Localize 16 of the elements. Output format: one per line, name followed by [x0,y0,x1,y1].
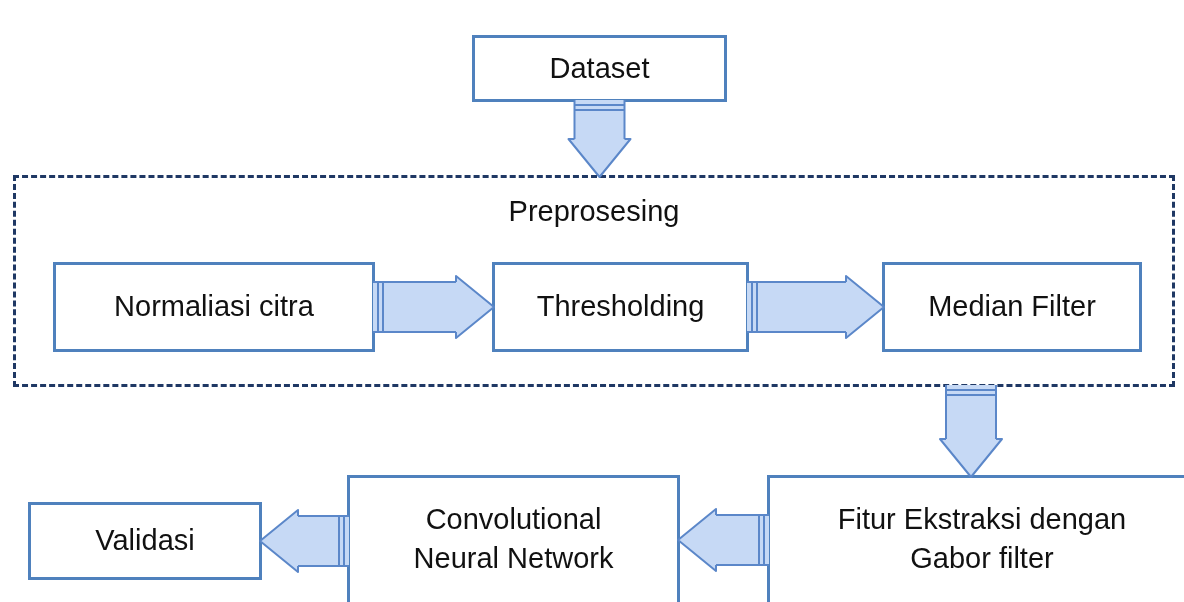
box-label: Convolutional Neural Network [412,502,615,577]
box-label: Validasi [95,523,195,559]
box-label: Thresholding [536,289,705,325]
process-box [53,262,375,352]
process-box [28,502,262,580]
box-label: Fitur Ekstraksi dengan Gabor filter [836,502,1128,577]
process-box [882,262,1142,352]
process-box [347,475,680,602]
box-label: Normaliasi citra [114,289,314,325]
process-box [472,35,727,102]
dashed-group-box [13,175,1175,387]
process-box [767,475,1184,602]
group-heading: Preprosesing [508,194,680,229]
process-box [492,262,749,352]
box-label: Median Filter [928,289,1096,325]
box-label: Dataset [549,50,650,86]
